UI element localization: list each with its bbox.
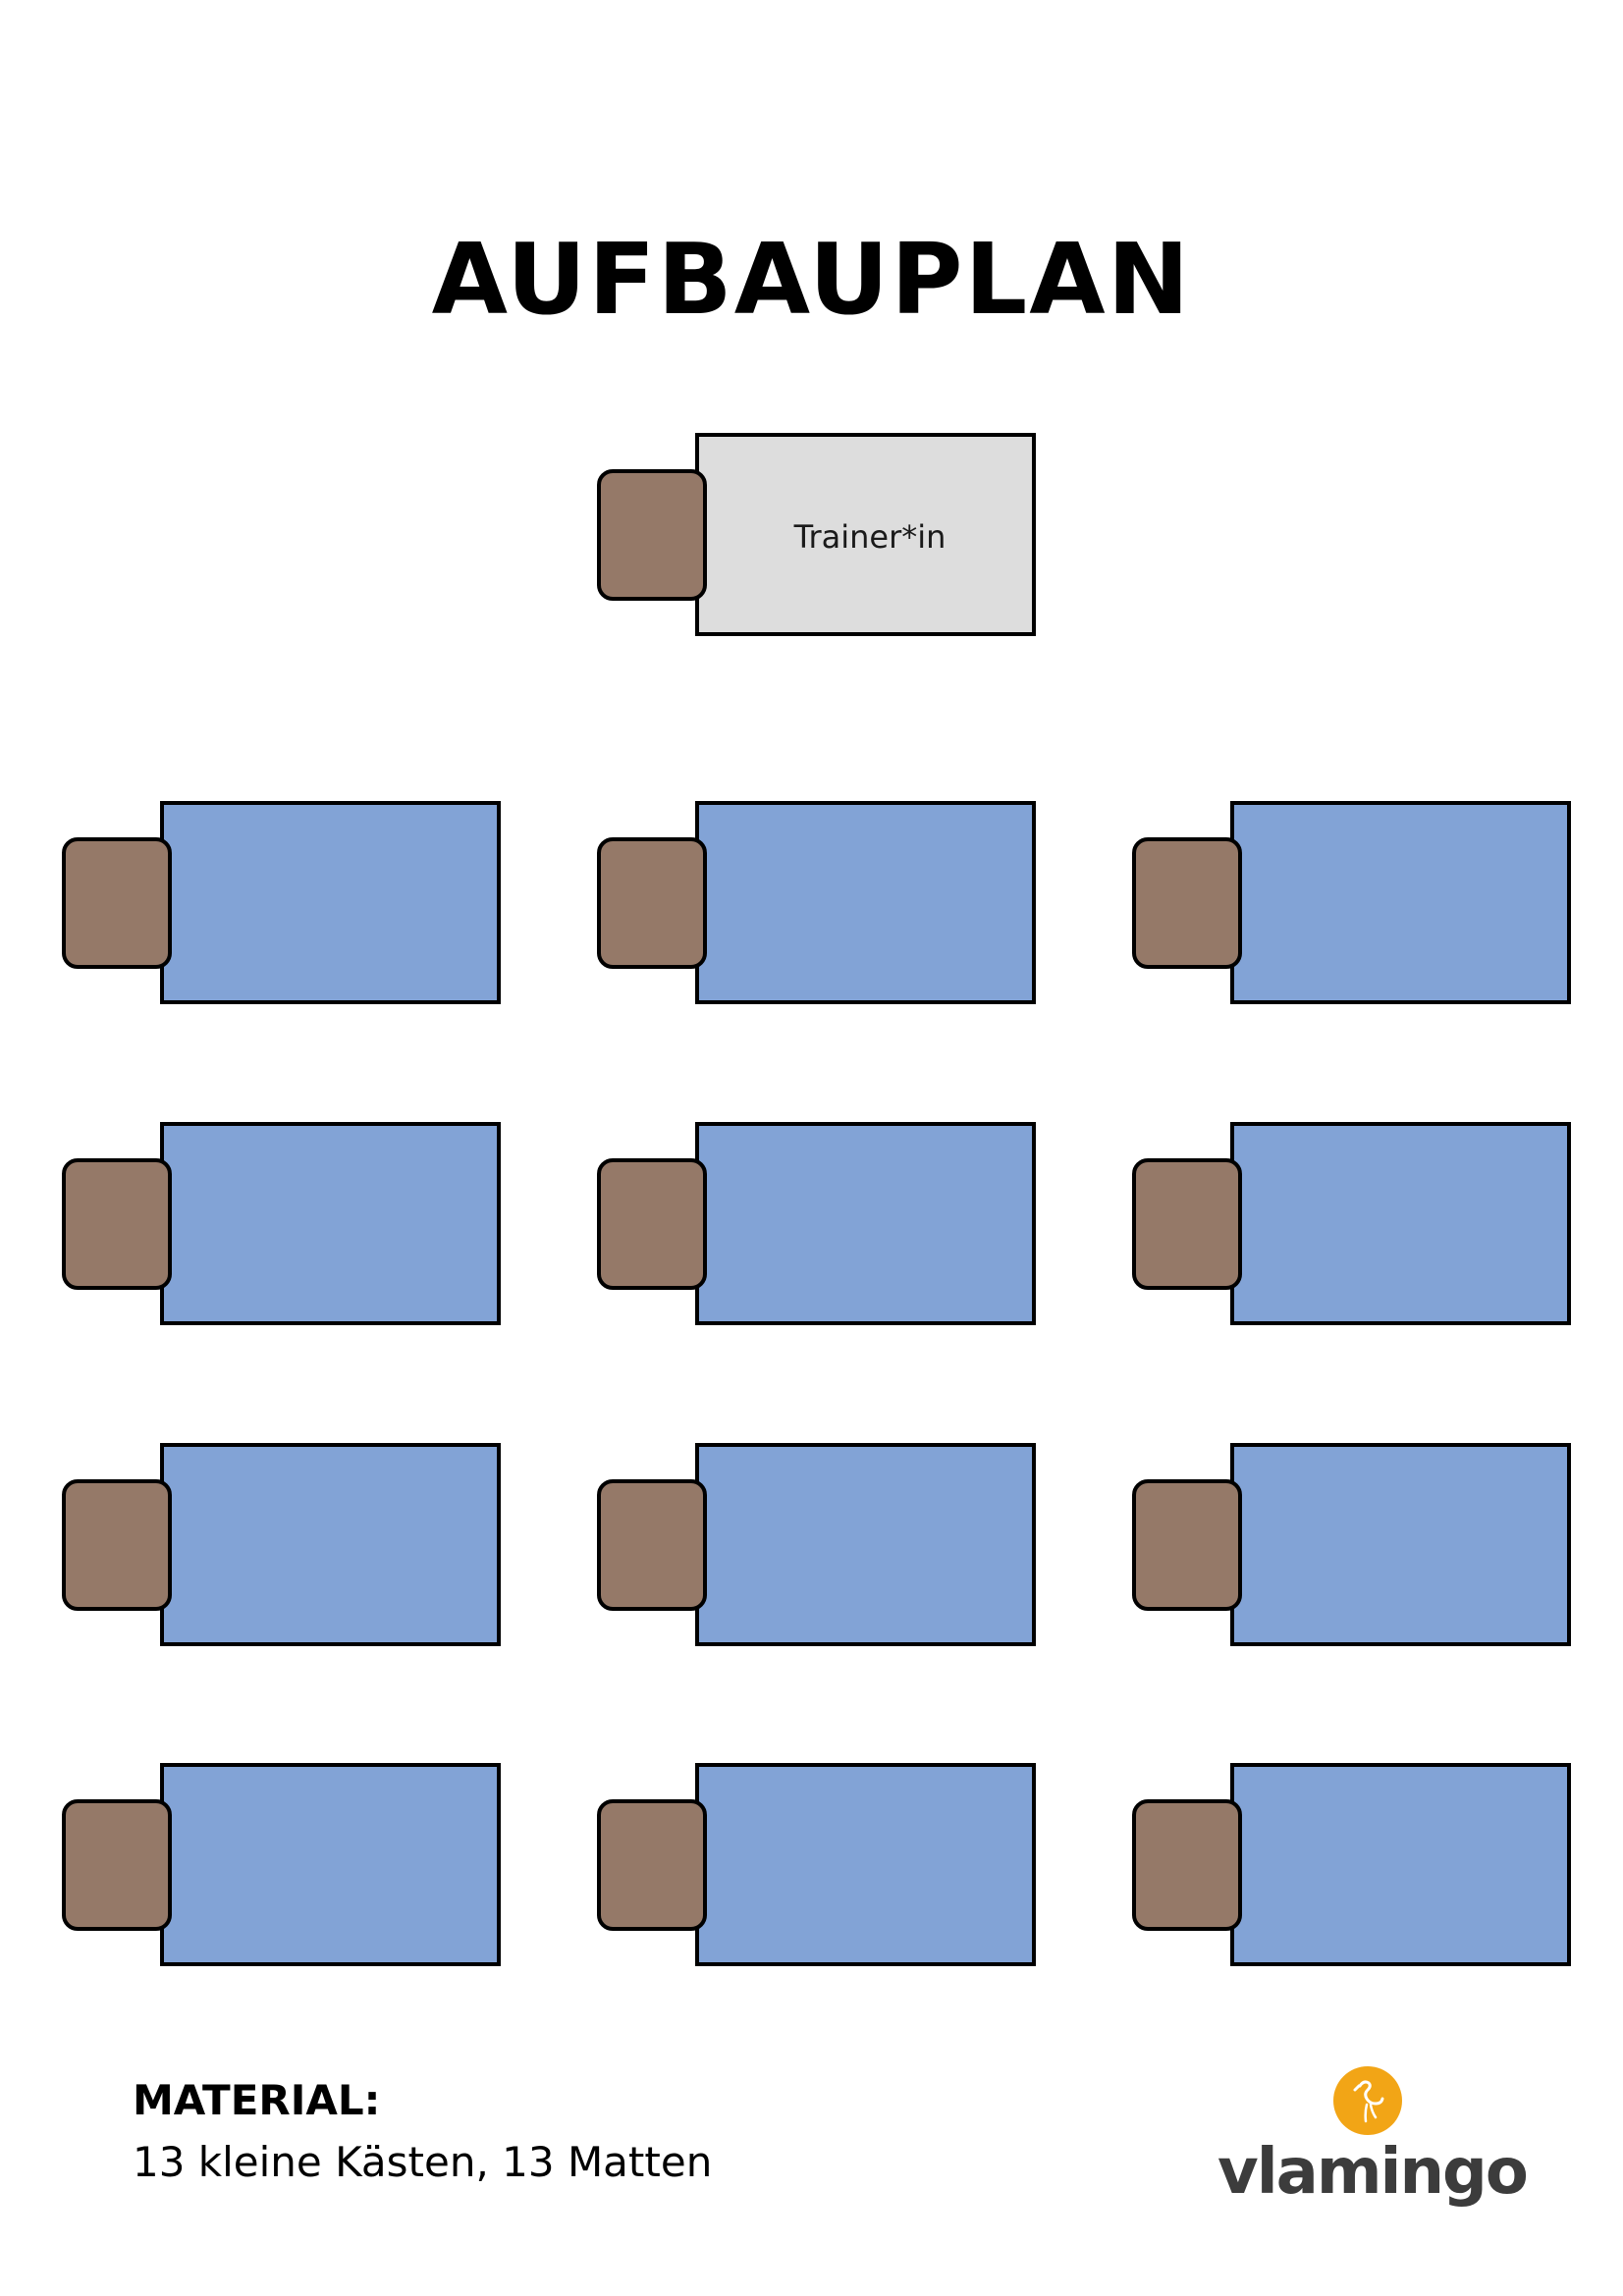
student-mat (1230, 1763, 1571, 1966)
small-box (1132, 1479, 1242, 1611)
student-mat (695, 801, 1036, 1004)
logo-wordmark: vlamingo (1217, 2136, 1529, 2209)
trainer-mat (695, 433, 1036, 636)
small-box (62, 1479, 172, 1611)
student-station (597, 1122, 1036, 1325)
trainer-label: Trainer*in (793, 518, 947, 556)
vlamingo-logo: vlamingo (1217, 2066, 1529, 2223)
student-mat (160, 1443, 501, 1646)
student-station (62, 1763, 501, 1966)
flamingo-icon (1333, 2066, 1402, 2135)
student-mat (695, 1763, 1036, 1966)
material-heading: MATERIAL: (133, 2076, 381, 2124)
small-box (62, 1799, 172, 1931)
trainer-station: Trainer*in (597, 433, 1036, 636)
small-box (62, 1158, 172, 1290)
student-mat (695, 1122, 1036, 1325)
student-station (1132, 801, 1571, 1004)
student-station (62, 1443, 501, 1646)
student-stations (62, 801, 1571, 1966)
small-box (597, 1158, 707, 1290)
small-box (62, 837, 172, 969)
student-station (1132, 1122, 1571, 1325)
small-box (1132, 1158, 1242, 1290)
student-mat (160, 801, 501, 1004)
student-mat (1230, 1443, 1571, 1646)
student-mat (1230, 1122, 1571, 1325)
student-station (597, 1763, 1036, 1966)
student-station (62, 1122, 501, 1325)
small-box (1132, 837, 1242, 969)
student-mat (1230, 801, 1571, 1004)
student-mat (695, 1443, 1036, 1646)
small-box (597, 1799, 707, 1931)
student-station (1132, 1763, 1571, 1966)
small-box (597, 1479, 707, 1611)
student-station (597, 801, 1036, 1004)
student-mat (160, 1122, 501, 1325)
small-box (597, 837, 707, 969)
small-box (1132, 1799, 1242, 1931)
student-station (62, 801, 501, 1004)
material-list: 13 kleine Kästen, 13 Matten (133, 2138, 713, 2186)
trainer-box (597, 469, 707, 601)
student-station (1132, 1443, 1571, 1646)
page-title: AUFBAUPLAN (431, 222, 1192, 337)
student-station (597, 1443, 1036, 1646)
student-mat (160, 1763, 501, 1966)
